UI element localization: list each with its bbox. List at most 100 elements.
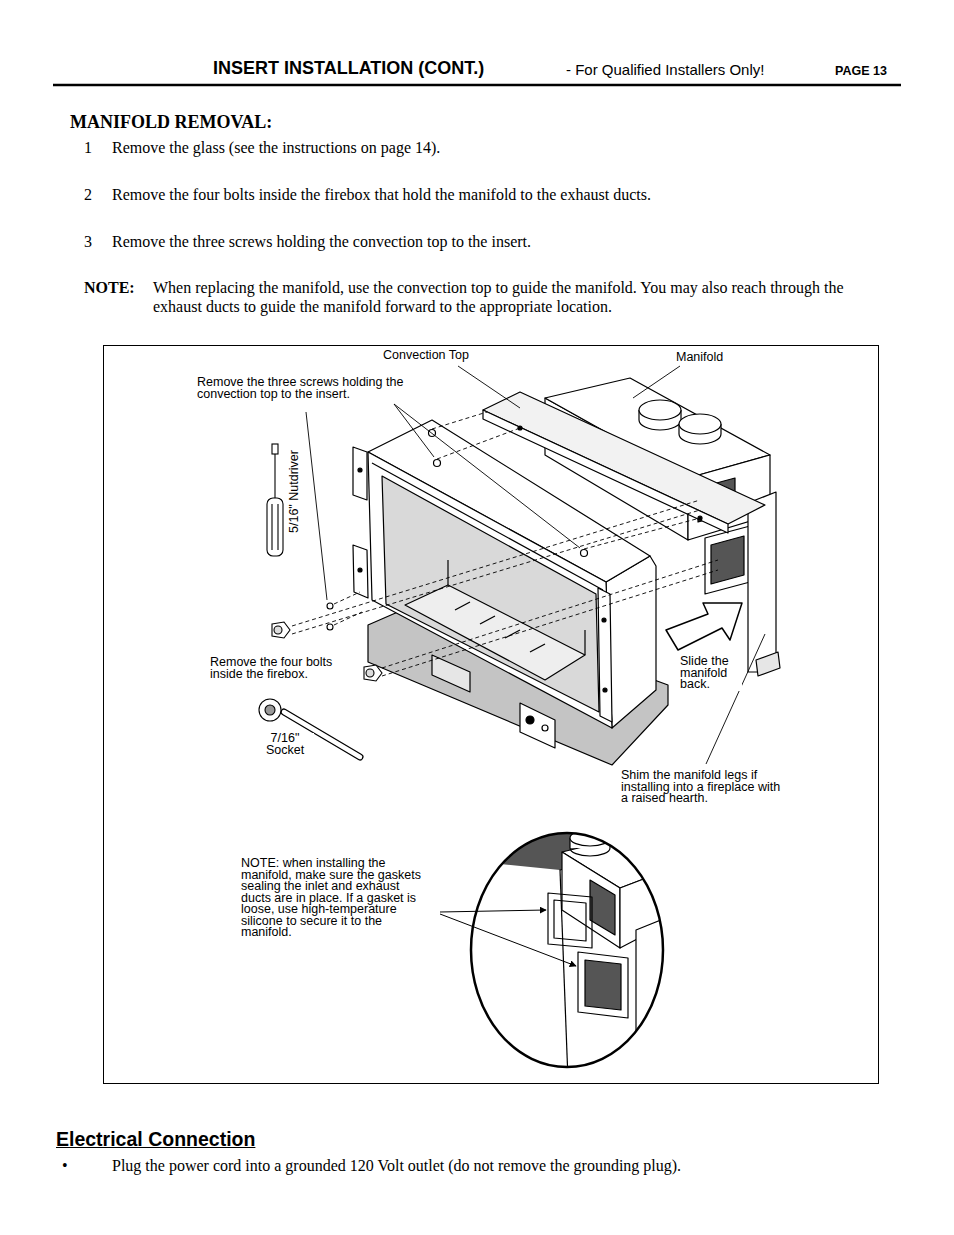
leader-lines-part (306, 412, 327, 600)
inset-detail-part (460, 860, 560, 1080)
inset-detail-part (578, 952, 628, 1018)
insert-illustration-part (748, 492, 776, 672)
insert-illustration-part (434, 460, 441, 467)
leader-lines (306, 366, 765, 764)
tool-label: 7/16" Socket (256, 733, 314, 756)
nutdriver-tool-part (271, 504, 272, 550)
insert-illustration-part (505, 630, 520, 638)
step-text: Remove the glass (see the instructions o… (112, 138, 902, 157)
alignment-lines-part (292, 510, 700, 634)
figure-frame-part (104, 346, 879, 1084)
callout-label: Remove the four bolts inside the firebox… (210, 657, 360, 680)
section-heading: MANIFOLD REMOVAL: (70, 112, 272, 133)
slide-arrow-part (666, 603, 742, 650)
insert-illustration-part (530, 644, 545, 652)
socket-wrench-part (259, 699, 281, 721)
note-label: NOTE: (84, 278, 135, 297)
insert-illustration-part (705, 526, 750, 594)
insert-illustration-part (598, 588, 612, 722)
figure-frame (104, 346, 879, 1084)
insert-illustration-part (372, 463, 603, 590)
alignment-lines-part (334, 612, 362, 625)
header-rule-part (53, 84, 901, 87)
inset-detail-part (562, 852, 620, 948)
leader-lines-part (394, 404, 580, 548)
nutdriver-tool-part (272, 444, 278, 454)
inset-detail-part (636, 918, 666, 1080)
inset-outline (471, 833, 663, 1067)
insert-illustration-part (353, 447, 367, 500)
alignment-lines-part (437, 428, 520, 459)
loose-fasteners-part (327, 624, 333, 630)
socket-wrench-part (265, 705, 275, 715)
insert-illustration-part (606, 556, 656, 728)
loose-fasteners-part (366, 669, 374, 677)
alignment-lines (292, 412, 718, 676)
step-number: 3 (84, 232, 92, 251)
inset-detail-part (590, 880, 615, 935)
step-number: 1 (84, 138, 92, 157)
step-text: Remove the three screws holding the conv… (112, 232, 902, 251)
insert-illustration-part (368, 452, 612, 728)
step-number: 2 (84, 185, 92, 204)
bullet-text: Plug the power cord into a grounded 120 … (112, 1156, 912, 1175)
header-rule (53, 85, 901, 86)
inset-arrows (440, 910, 576, 966)
callout-label: Remove the three screws holding the conv… (197, 377, 417, 400)
part-label: Manifold (676, 351, 723, 364)
insert-illustration-part (358, 468, 362, 472)
callout-label: Shim the manifold legs if installing int… (621, 770, 786, 805)
bullet: • (62, 1156, 68, 1175)
insert-illustration-part (483, 410, 728, 533)
inset-outline-part (471, 833, 663, 1067)
alignment-lines-part (382, 560, 718, 668)
insert-illustration-part (520, 703, 555, 748)
insert-illustration-part (602, 618, 606, 622)
note-text: When replacing the manifold, use the con… (153, 278, 853, 316)
loose-fasteners-part (327, 603, 333, 609)
leader-lines-part (458, 366, 520, 408)
insert-illustration-part (639, 420, 681, 430)
inset-note: NOTE: when installing the manifold, make… (241, 858, 431, 939)
insert-illustration-part (432, 655, 470, 692)
alignment-lines-part (292, 500, 700, 626)
alignment-lines-part (382, 570, 718, 676)
insert-illustration-part (639, 400, 681, 420)
tool-label: 5/16" Nutdriver (288, 450, 301, 533)
insert-illustration-part (382, 476, 599, 712)
inset-detail (460, 820, 680, 1080)
alignment-lines-part (432, 412, 487, 429)
section-heading: Electrical Connection (56, 1128, 255, 1151)
nutdriver-tool-part (277, 504, 278, 550)
insert-illustration-part (353, 545, 368, 598)
insert-illustration-part (584, 630, 585, 655)
nutdriver-tool (267, 444, 283, 556)
insert-illustration (353, 378, 780, 765)
alignment-lines-part (584, 518, 700, 549)
inset-arrows-part (440, 914, 576, 966)
part-label: Convection Top (383, 349, 469, 362)
nutdriver-tool-part (274, 454, 275, 498)
insert-illustration-part (711, 536, 744, 584)
insert-illustration-part (447, 560, 448, 585)
insert-illustration-part (679, 434, 721, 444)
leader-lines-part (633, 366, 680, 398)
insert-illustration-part (455, 602, 470, 610)
inset-detail-part (570, 848, 610, 856)
insert-illustration-part (603, 688, 607, 692)
leader-lines-part (706, 634, 765, 764)
alignment-lines-part (334, 592, 360, 604)
insert-illustration-part (679, 414, 721, 434)
nutdriver-tool-part (267, 498, 283, 556)
slide-arrow (666, 603, 742, 650)
insert-illustration-part (756, 652, 780, 676)
loose-fasteners-part (274, 626, 282, 634)
insert-illustration-part (358, 568, 362, 572)
insert-illustration-part (483, 392, 765, 524)
insert-illustration-part (480, 616, 495, 624)
loose-fasteners-part (272, 622, 290, 638)
insert-illustration-part (542, 725, 548, 731)
page-title: INSERT INSTALLATION (CONT.) (213, 57, 484, 79)
